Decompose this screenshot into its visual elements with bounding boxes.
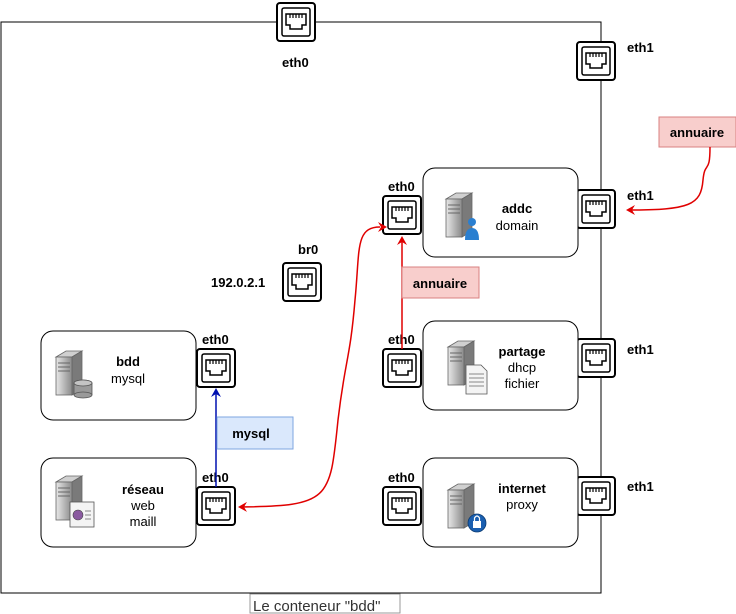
node-bdd-port-label: eth0: [202, 332, 229, 347]
host-eth1-addc-port-icon: [576, 189, 616, 229]
node-bdd: bdd mysql: [40, 330, 197, 421]
node-addc-title: addc: [502, 201, 532, 216]
flow-annuaire-external-arrow: [626, 146, 711, 215]
host-eth1-internet-label: eth1: [627, 479, 654, 494]
node-reseau-line-1: web: [130, 498, 155, 513]
node-partage-line-1: dhcp: [508, 360, 536, 375]
host-eth1-addc-label: eth1: [627, 188, 654, 203]
flow-annuaire-external-label: annuaire: [670, 125, 724, 140]
flow-mysql-label: mysql: [232, 426, 270, 441]
node-internet-port-icon: [382, 486, 422, 526]
node-reseau: réseau web maill: [40, 457, 197, 548]
node-addc-line-1: domain: [496, 218, 539, 233]
node-addc-port-label: eth0: [388, 179, 415, 194]
node-addc-port-icon: [382, 195, 422, 235]
node-addc: addc domain: [422, 167, 579, 258]
node-reseau-line-2: maill: [130, 514, 157, 529]
flow-annuaire-external-label-box: [658, 116, 736, 148]
node-partage-title: partage: [499, 344, 546, 359]
node-internet-title: internet: [498, 481, 546, 496]
outer-eth0-port-icon: [276, 2, 316, 42]
host-eth1-partage-label: eth1: [627, 342, 654, 357]
bridge-port-icon: [282, 262, 322, 302]
flow-addc-reseau-curve: [238, 222, 387, 512]
bridge-name: br0: [298, 242, 318, 257]
node-reseau-title: réseau: [122, 482, 164, 497]
bridge-ip: 192.0.2.1: [211, 275, 265, 290]
flow-annuaire-internal-label-box: [401, 266, 480, 299]
node-partage-line-2: fichier: [505, 376, 540, 391]
node-internet-line-1: proxy: [506, 497, 538, 512]
node-bdd-port-icon: [196, 348, 236, 388]
node-bdd-line-1: mysql: [111, 371, 145, 386]
node-bdd-title: bdd: [116, 354, 140, 369]
host-eth1-top-label: eth1: [627, 40, 654, 55]
container-caption-box: [249, 593, 401, 614]
outer-eth0-label: eth0: [282, 55, 309, 70]
node-internet: internet proxy: [422, 457, 579, 548]
node-reseau-port-icon: [196, 486, 236, 526]
host-eth1-top-port-icon: [576, 41, 616, 81]
flow-annuaire-internal-label: annuaire: [413, 276, 467, 291]
node-internet-port-label: eth0: [388, 470, 415, 485]
node-partage-port-icon: [382, 348, 422, 388]
host-eth1-internet-port-icon: [576, 476, 616, 516]
node-partage: partage dhcp fichier: [422, 320, 579, 411]
container-caption: Le conteneur "bdd": [253, 598, 380, 614]
host-eth1-partage-port-icon: [576, 338, 616, 378]
